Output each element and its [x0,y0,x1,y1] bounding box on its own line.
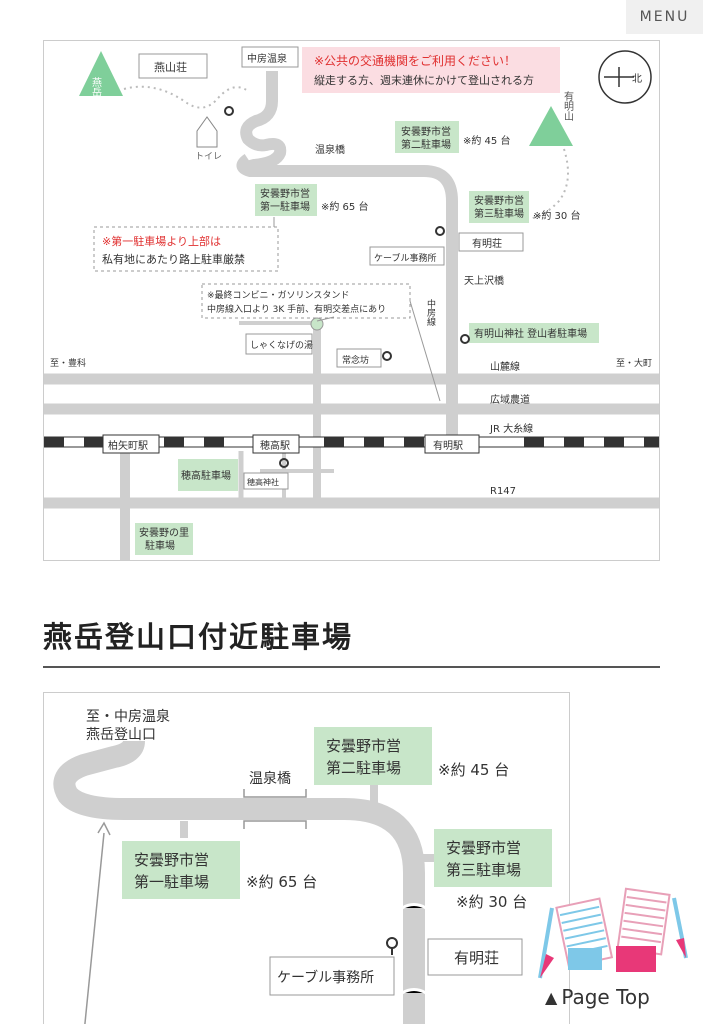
azumino-sato-line1: 安曇野の里 [139,526,189,539]
enzanso-label: 燕山荘 [154,61,187,74]
intersection-marker [310,317,324,331]
to-omachi-label: 至・大町 [616,357,652,369]
lot2-line2: 第二駐車場 [401,138,451,151]
ariakeso-label: 有明荘 [454,949,499,967]
notice-line2: 縦走する方、週末連休にかけて登山される方 [314,73,534,87]
trailhead-parking-map: 至・中房温泉 燕岳登山口 温泉橋 安曇野市営 第二駐車場 ※約 45 台 安曇野… [43,692,570,1024]
kashiwayacho-station: 柏矢町駅 [108,439,148,452]
pin-icon [386,937,398,949]
nakabusa-onsen-label: 中房温泉 [247,52,287,65]
lot1-line2: 第一駐車場 [260,200,310,213]
koiki-road-label: 広域農道 [490,393,530,406]
cable-office-label: ケーブル事務所 [277,969,374,986]
notice-line1: ※公共の交通機関をご利用ください！ [314,53,516,68]
hotaka-shrine-label: 穂高神社 [247,477,279,487]
to-toyoshina-label: 至・豊科 [50,357,86,369]
section-divider [43,666,660,668]
r147-label: R147 [490,486,516,497]
lot2-line1: 安曇野市営 [326,737,401,755]
lot3-line2: 第三駐車場 [474,207,524,220]
azumino-sato-line2: 駐車場 [145,539,175,552]
shakunage-label: しゃくなげの湯 [250,340,313,351]
access-map: 燕岳 有明山 燕山荘 中房温泉 トイレ ※公共の交通機関をご利用ください！ 縦走… [43,40,660,561]
hotaka-station: 穂高駅 [260,439,290,452]
page-top-label: Page Top [561,985,650,1009]
to-nakabusa-line2: 燕岳登山口 [86,727,156,743]
pin-icon [279,458,289,468]
ariake-station: 有明駅 [433,439,463,452]
lot2-line2: 第二駐車場 [326,759,401,777]
to-nakabusa-line1: 至・中房温泉 [86,708,170,725]
mountain-icon [79,51,123,96]
ariakeso-label: 有明荘 [472,237,502,250]
onsen-bridge-label: 温泉橋 [315,143,345,156]
toilet-label: トイレ [195,152,222,162]
note-lot1-black: 私有地にあたり路上駐車厳禁 [102,252,245,266]
ariakeyama-label: 有明山 [562,90,574,121]
mountain-icon [529,106,573,146]
section-title: 燕岳登山口付近駐車場 [43,620,354,654]
compass-north: 北 [632,73,642,85]
pin-icon [460,334,470,344]
pin-icon [224,106,234,116]
lot1-capacity: ※約 65 台 [246,873,317,891]
tenjosawa-bridge-label: 天上沢橋 [464,274,504,287]
jonenbo-label: 常念坊 [342,354,369,366]
lot1-capacity: ※約 65 台 [321,200,368,213]
sanroku-line-label: 山麓線 [490,360,520,373]
lot1-line1: 安曇野市営 [134,851,209,869]
lot1-line1: 安曇野市営 [260,187,310,200]
hotaka-lot-label: 穂高駐車場 [181,469,231,482]
lot2-capacity: ※約 45 台 [438,761,509,779]
page-top-button[interactable]: ▲ Page Top [545,985,650,1009]
pin-icon [435,226,445,236]
menu-button[interactable]: MENU [626,0,703,34]
pin-icon [382,351,392,361]
cable-office-label: ケーブル事務所 [374,252,436,264]
lot2-capacity: ※約 45 台 [463,134,510,147]
lot3-capacity: ※約 30 台 [533,209,580,222]
lot3-capacity: ※約 30 台 [456,893,527,911]
nakabusa-line-label: 中房線 [425,298,436,326]
tsubakuro-label: 燕岳 [90,77,102,98]
page-top-illustration[interactable] [536,878,696,1024]
lot3-line2: 第三駐車場 [446,861,521,879]
conveni-line1: ※最終コンビニ・ガソリンスタンド [207,289,349,301]
jr-line-label: JR 大糸線 [489,422,533,435]
shrine-lot-label: 有明山神社 登山者駐車場 [474,327,587,340]
lot2-line1: 安曇野市営 [401,125,451,138]
onsen-bridge-label: 温泉橋 [249,770,291,787]
conveni-line2: 中房線入口より 3K 手前、有明交差点にあり [207,303,386,315]
lot1-line2: 第一駐車場 [134,873,209,891]
lot3-line1: 安曇野市営 [446,839,521,857]
toilet-icon [196,116,218,148]
arrow-up-icon: ▲ [545,987,558,1007]
lot3-line1: 安曇野市営 [474,194,524,207]
note-lot1-red: ※第一駐車場より上部は [102,234,221,248]
